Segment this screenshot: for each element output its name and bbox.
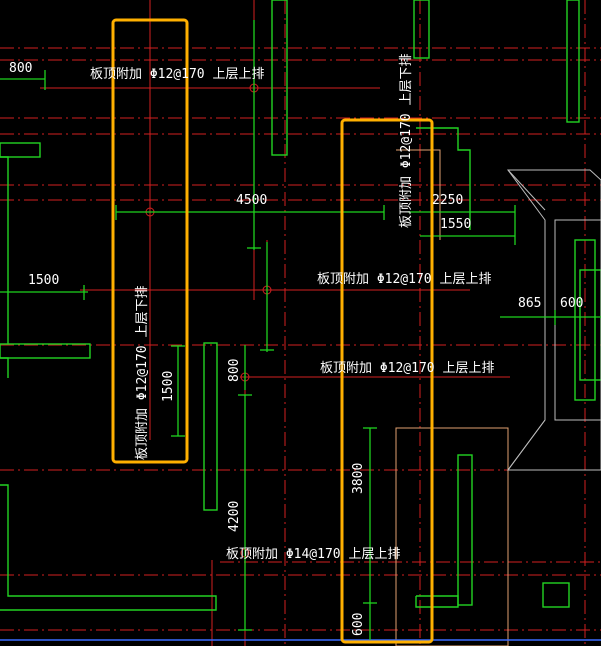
- dim-4500: 4500: [236, 193, 267, 208]
- dim-2250: 2250: [432, 193, 463, 208]
- dim-800-vertical: 800: [227, 359, 242, 382]
- rebar-markers: [145, 83, 272, 558]
- dim-3800: 3800: [351, 463, 366, 494]
- dim-1500-vertical: 1500: [161, 371, 176, 402]
- structural-walls: [0, 0, 601, 611]
- dim-4200: 4200: [227, 501, 242, 532]
- dim-1500-left: 1500: [28, 273, 59, 288]
- dim-600-bottom: 600: [351, 613, 366, 636]
- note-mid-1: 板顶附加 Φ12@170 上层上排: [317, 272, 491, 287]
- note-left-top: 板顶附加 Φ12@170 上层上排: [90, 67, 264, 82]
- pale-outlines: [395, 149, 509, 646]
- dimension-lines: [0, 20, 601, 640]
- note-mid-2: 板顶附加 Φ12@170 上层上排: [320, 361, 494, 376]
- dim-1550: 1550: [440, 217, 471, 232]
- highlight-box-left[interactable]: [111, 18, 189, 464]
- note-mid-vertical: 板顶附加 Φ12@170 上层下排: [399, 54, 414, 228]
- highlight-box-middle[interactable]: [340, 118, 434, 644]
- dim-800-top: 800: [9, 61, 32, 76]
- note-bottom: 板顶附加 Φ14@170 上层上排: [226, 547, 400, 562]
- dim-600-right: 600: [560, 296, 583, 311]
- dim-865: 865: [518, 296, 541, 311]
- note-left-vertical: 板顶附加 Φ12@170 上层下排: [135, 286, 150, 460]
- axis-grid-horizontal: [0, 47, 601, 631]
